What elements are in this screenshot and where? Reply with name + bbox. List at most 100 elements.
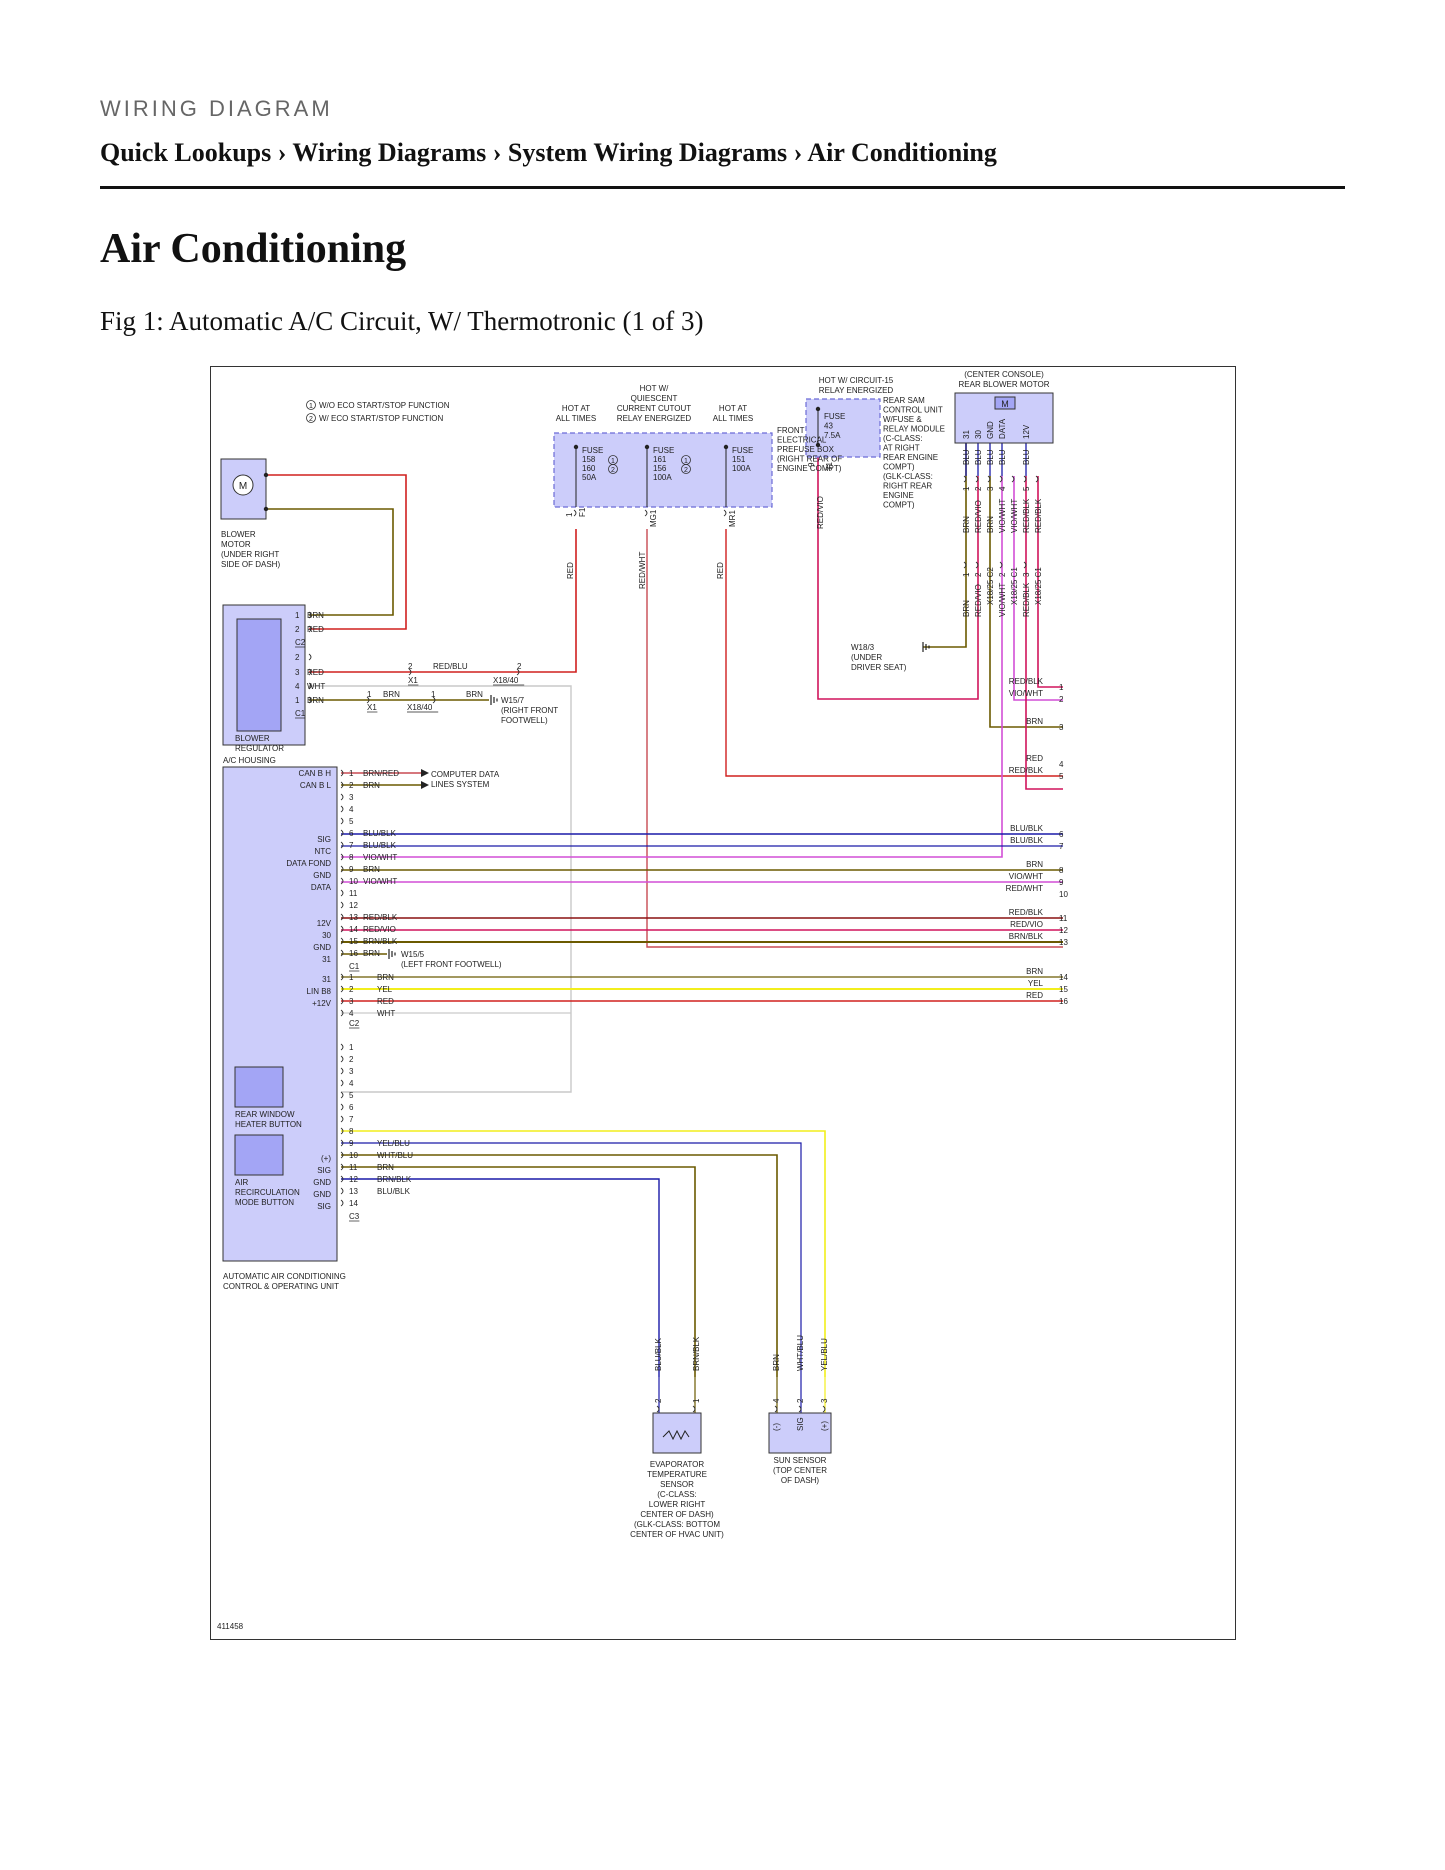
connector-pin: [340, 1163, 344, 1171]
cu-c3-wire: VIO/WHT: [363, 877, 397, 886]
ground-w15-5-label: W15/5: [401, 950, 425, 959]
rear-harness-wire: RED/VIO: [974, 500, 983, 533]
sam-label: RIGHT REAR: [883, 482, 932, 491]
rear-harness-wire: RED/BLK: [1022, 498, 1031, 533]
connector-pin: [366, 696, 370, 704]
connector-pin: [963, 475, 967, 483]
legend-key: [306, 400, 316, 410]
rear-window-heater-label: REAR WINDOW: [235, 1110, 295, 1119]
connector-pin: [340, 949, 344, 957]
connector-pin: [340, 1175, 344, 1183]
hot-all-times-1: ALL TIMES: [556, 414, 596, 423]
evap-pin: 1: [692, 1398, 701, 1403]
cu-c3b-signal: SIG: [317, 1202, 331, 1211]
blower-regulator-label: BLOWER: [235, 734, 270, 743]
right-ref-wire: VIO/WHT: [1009, 872, 1043, 881]
rear-lower-wire: VIO/WHT: [998, 583, 1007, 617]
connector-pin: [340, 1127, 344, 1135]
wire-blu-blk-evap: [341, 1178, 660, 1377]
cu-c3-signal: 30: [322, 931, 331, 940]
rear-conn-c1b: X18/25 C1: [1034, 567, 1043, 605]
sun-sensor-label: (TOP CENTER: [773, 1466, 827, 1475]
hot-circuit-15: RELAY ENERGIZED: [819, 386, 894, 395]
rear-harness-pin: 1: [962, 486, 971, 491]
cu-c3-signal: DATA FOND: [286, 859, 331, 868]
right-ref-number: 2: [1059, 695, 1064, 704]
sam-conn: 31: [825, 462, 834, 471]
evaporator-sensor-box: [652, 1412, 702, 1454]
blower-motor-symbol: [232, 474, 254, 496]
ground-w15-7: [490, 695, 498, 705]
rear-lower-pin: 1: [962, 572, 971, 577]
evaporator-sensor-label: CENTER OF DASH): [640, 1510, 714, 1519]
wire-blower-red: [266, 474, 407, 630]
connector-pin: [999, 475, 1003, 483]
rear-harness-wire: RED/BLK: [1034, 498, 1043, 533]
sam-label: COMPT): [883, 463, 915, 472]
cu-c1-wire: YEL: [377, 985, 393, 994]
sun-pin-label: (+): [820, 1421, 829, 1431]
run-conn: X1: [408, 676, 418, 685]
right-ref-number: 12: [1059, 926, 1068, 935]
cu-c3-pin: 7: [349, 841, 354, 850]
connector-pin: [798, 1405, 802, 1413]
cu-c3-pin: 2: [349, 781, 354, 790]
figure-caption: Fig 1: Automatic A/C Circuit, W/ Thermot…: [100, 306, 704, 336]
evaporator-sensor-label: EVAPORATOR: [650, 1460, 704, 1469]
cu-c3b-wire: BRN/BLK: [377, 1175, 412, 1184]
reg-pin: 2: [295, 653, 300, 662]
hot-all-times-2: ALL TIMES: [713, 414, 753, 423]
connector-pin: [308, 625, 312, 633]
fuse-a-text: 158: [582, 455, 596, 464]
sun-pin-label: (-): [772, 1423, 781, 1431]
cu-c1-wire: BRN: [377, 973, 394, 982]
header-divider: [100, 186, 1345, 189]
connector-pin: [340, 793, 344, 801]
sun-pin: 2: [796, 1398, 805, 1403]
cu-c3-signal: GND: [313, 943, 331, 952]
right-ref-number: 14: [1059, 973, 1068, 982]
ground-w18-3: [922, 642, 930, 652]
ground-w18-label: W18/3: [851, 643, 875, 652]
breadcrumb[interactable]: Quick Lookups › Wiring Diagrams › System…: [100, 138, 997, 167]
legend-item-2: W/ ECO START/STOP FUNCTION: [319, 414, 444, 423]
rear-harness-pin: 3: [986, 486, 995, 491]
run-conn: X18/40: [493, 676, 519, 685]
rear-blower-motor-m: M: [1001, 399, 1009, 409]
rear-blower-pin: 30: [974, 430, 983, 439]
right-ref-wire: BRN: [1026, 717, 1043, 726]
sam-label: (C-CLASS:: [883, 434, 923, 443]
run-conn: X1: [367, 703, 377, 712]
sam-label: RELAY MODULE: [883, 425, 945, 434]
cu-c3b-pin: 2: [349, 1055, 354, 1064]
cu-conn-c2: C2: [349, 1019, 360, 1028]
rear-harness-wire: VIO/WHT: [998, 499, 1007, 533]
cu-c3-signal: CAN B L: [300, 781, 332, 790]
cu-c3b-pin: 4: [349, 1079, 354, 1088]
ground-w15-7-label: FOOTWELL): [501, 716, 548, 725]
fuse-c-text: 100A: [732, 464, 751, 473]
cu-c3-signal: SIG: [317, 835, 331, 844]
connector-pin: [573, 509, 577, 517]
connector-pin: [340, 1115, 344, 1123]
hot-all-times-2: HOT AT: [719, 404, 747, 413]
control-unit-box: [222, 766, 338, 1262]
right-ref-wire: VIO/WHT: [1009, 689, 1043, 698]
rear-conn-c2: X18/25 C2: [986, 567, 995, 605]
sam-label: W/FUSE &: [883, 415, 922, 424]
right-ref-wire: RED: [1026, 754, 1043, 763]
legend-key-number: 2: [684, 467, 688, 474]
fuse-a-text: FUSE: [582, 446, 603, 455]
rear-blower-pin-wire: BLU: [1022, 449, 1031, 465]
sam-wire-label: RED/VIO: [816, 496, 825, 529]
rear-blower-pin-wire: BLU: [998, 449, 1007, 465]
blower-motor-symbol-text: M: [239, 481, 247, 492]
wire-rb-vio-2: [1013, 476, 1063, 701]
right-ref-wire: BRN: [1026, 860, 1043, 869]
rear-lower-pin: 3: [1022, 572, 1031, 577]
rear-blower-pin-wire: BLU: [974, 449, 983, 465]
fuse-c-text: 151: [732, 455, 746, 464]
legend-key: [608, 464, 618, 474]
